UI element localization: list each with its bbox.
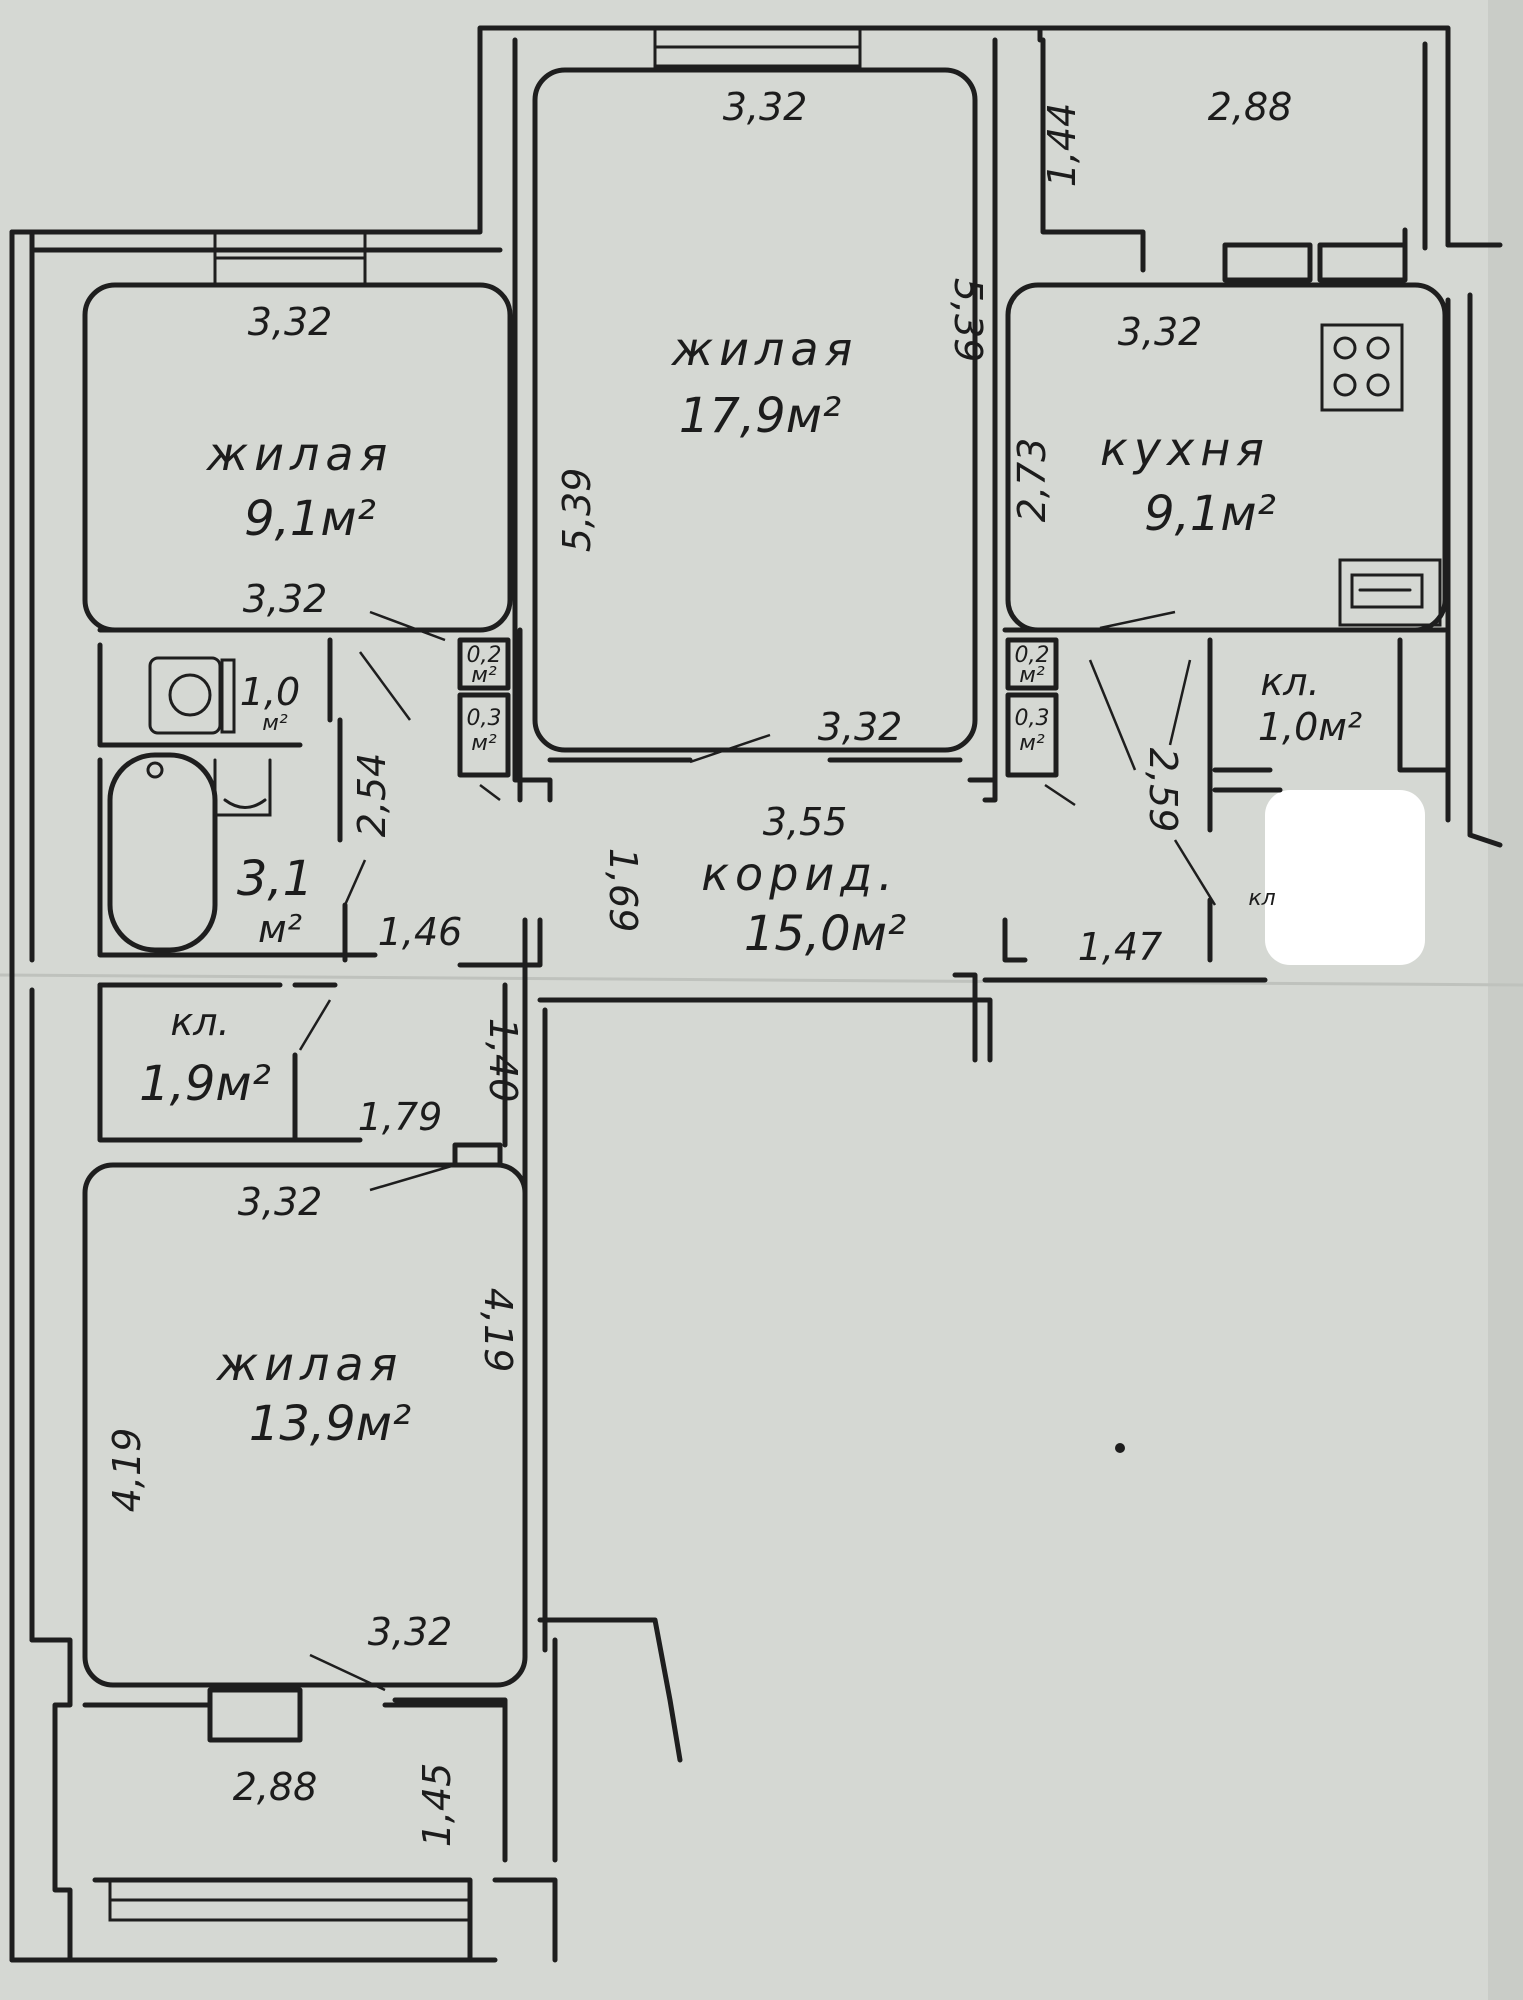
living-large-outline: [532, 67, 978, 753]
kitchen-title: кухня: [1100, 422, 1270, 476]
closet-kitchen-title: кл.: [1260, 660, 1319, 704]
corridor-width: 3,55: [763, 800, 848, 844]
living-left-area: 9,1м²: [244, 491, 376, 547]
shaft-right-1-box: [1005, 637, 1059, 691]
living-bottom-width-bottom: 3,32: [368, 1610, 453, 1654]
balcony-bottom-width: 2,88: [233, 1765, 318, 1809]
shaft-left-2-unit: м²: [471, 731, 497, 756]
closet-left-dim-h: 1,40: [481, 1018, 525, 1103]
kitchen-length: 2,73: [1010, 438, 1054, 523]
shaft-right-2-value: 0,3: [1015, 706, 1050, 731]
ink-dot: [1115, 1443, 1125, 1453]
living-bottom-length-left: 4,19: [105, 1428, 149, 1513]
shaft-right-2-unit: м²: [1019, 731, 1045, 756]
corridor-area: 15,0м²: [744, 906, 906, 962]
bathroom-unit: м²: [258, 907, 302, 951]
windows: [108, 26, 862, 1922]
bathtub-outline: [107, 752, 218, 953]
closet-left-area: 1,9м²: [139, 1056, 271, 1112]
living-large-length: 5,39: [946, 278, 990, 363]
toilet-icon: [148, 656, 236, 735]
shaft-right-2-box: [1005, 692, 1059, 778]
living-large-width: 3,32: [723, 85, 808, 129]
sink-icon: [1338, 558, 1442, 627]
corridor-dim-left: 1,69: [601, 848, 645, 933]
leader-lines: [298, 610, 1217, 1692]
living-bottom-length-right: 4,19: [476, 1288, 520, 1373]
kitchen-area: 9,1м²: [1144, 486, 1276, 542]
closet-left-title: кл.: [170, 1000, 229, 1044]
living-left-title: жилая: [206, 427, 394, 481]
shaft-left-1-box: [457, 637, 511, 691]
paper-fold: [0, 973, 1523, 987]
toilet-unit: м²: [262, 711, 288, 736]
living-large-title: жилая: [671, 322, 859, 376]
paper-edge-right: [1488, 0, 1523, 2000]
shaft-right-1-unit: м²: [1019, 663, 1045, 688]
balcony-top-depth: 1,44: [1040, 103, 1084, 188]
bathtub-icon: [146, 758, 272, 817]
shaft-left-2-value: 0,3: [467, 706, 502, 731]
toilet-area: 1,0: [240, 670, 300, 714]
bathroom-area: 3,1: [237, 851, 313, 907]
shaft-right-1-value: 0,2: [1015, 643, 1050, 668]
corridor-title: корид.: [701, 847, 898, 901]
living-bottom-area: 13,9м²: [249, 1396, 411, 1452]
glare-spot: [1265, 790, 1425, 965]
stove-icon: [1320, 323, 1404, 412]
closet-left-dim-w: 1,79: [358, 1095, 443, 1139]
closet-kitchen-dim: 2,59: [1141, 748, 1185, 833]
living-bottom-title: жилая: [216, 1337, 404, 1391]
interior-walls: [82, 37, 1448, 1743]
kitchen-width: 3,32: [1118, 310, 1203, 354]
balcony-top-width: 2,88: [1208, 85, 1293, 129]
shaft-left-1-value: 0,2: [467, 643, 502, 668]
bathroom-door: 1,46: [378, 910, 463, 954]
living-large-area: 17,9м²: [679, 388, 841, 444]
corridor-dim-top: 3,32: [818, 705, 903, 749]
closet-kitchen-label: кл: [1248, 886, 1275, 911]
bathroom-height: 2,54: [350, 753, 394, 838]
closet-kitchen-area: 1,0м²: [1258, 705, 1362, 749]
balcony-bottom-depth: 1,45: [415, 1763, 459, 1848]
living-large-length-left: 5,39: [555, 468, 599, 553]
corridor-dim-right: 1,47: [1078, 925, 1163, 969]
living-left-width-top: 3,32: [248, 300, 333, 344]
living-left-width-bottom: 3,32: [243, 577, 328, 621]
shaft-left-2-box: [457, 692, 511, 778]
living-bottom-outline: [82, 1162, 528, 1688]
shaft-left-1-unit: м²: [471, 663, 497, 688]
living-bottom-width-top: 3,32: [238, 1180, 323, 1224]
